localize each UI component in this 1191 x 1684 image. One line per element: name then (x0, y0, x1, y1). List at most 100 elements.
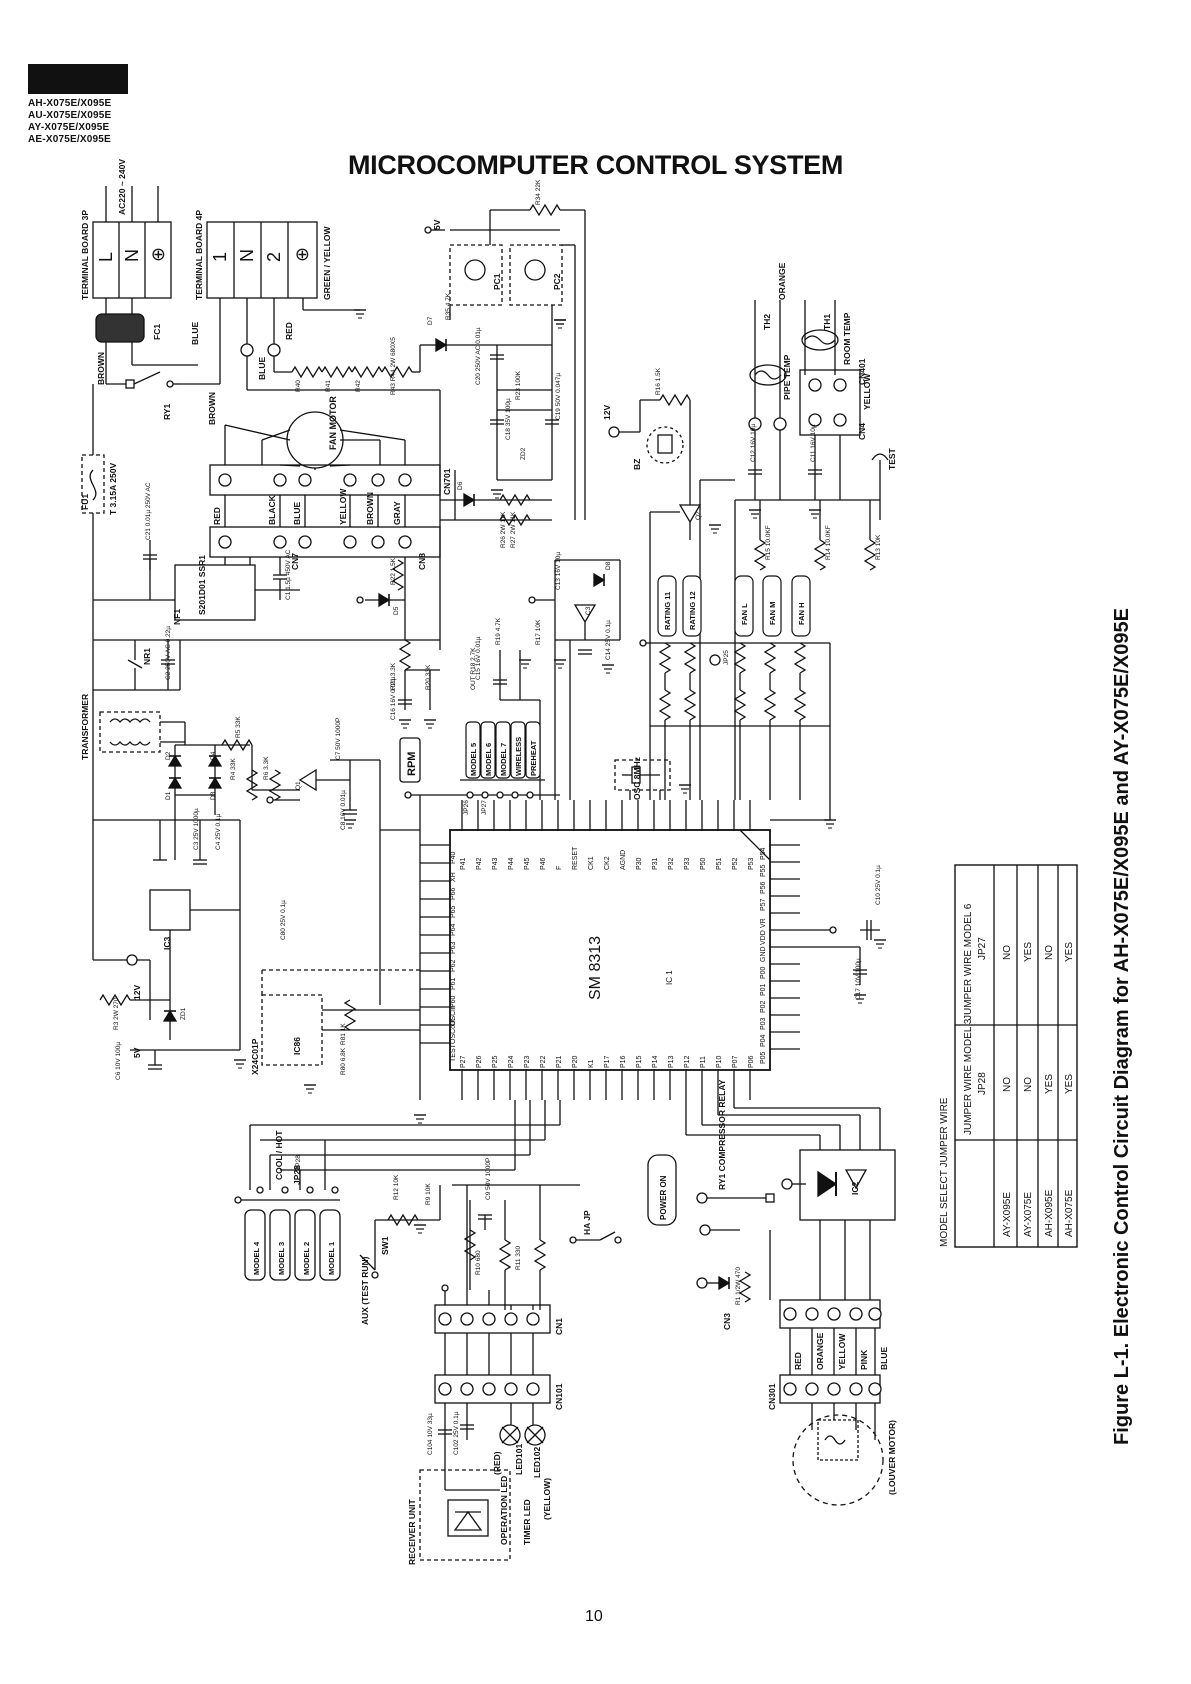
label-supply: AC220 ~ 240V (117, 159, 127, 215)
jumper-row-jp28: YES (1044, 1074, 1055, 1094)
jumper-label: JP26 (463, 800, 470, 815)
ic1-pin-right: P01 (760, 983, 767, 996)
resistor-label: R11 330 (515, 1246, 522, 1270)
label-12v-left: 12V (132, 985, 142, 1000)
semiconductor-label: D3 (210, 791, 217, 800)
jumper-table-header-jp28: JP28 (977, 1072, 988, 1095)
terminal-4p-label: ⊕ (292, 247, 312, 262)
ic1-pin-bottom: P14 (652, 1055, 659, 1068)
ic1-pin-bottom: P13 (668, 1055, 675, 1068)
resistor-label: R43 R44 2W 680X5 (390, 337, 397, 395)
label-wire-red-cn3: RED (793, 1352, 803, 1370)
resistor-label: R27 2W 11K (510, 511, 517, 548)
semiconductor-label: C3 (585, 606, 592, 615)
label-wire-red-fan: RED (212, 507, 222, 525)
ic1-pin-right: P57 (760, 898, 767, 911)
model-line: AE-X075E/X095E (28, 134, 111, 145)
ic1-pin-bottom: P15 (636, 1055, 643, 1068)
label-ic86: IC86 (292, 1037, 302, 1055)
resistor-label: R26 2W 11K (500, 511, 507, 548)
ic1-pin-bottom: P26 (476, 1055, 483, 1068)
jumper-row-model: AY-X075E (1023, 1192, 1034, 1237)
label-wire-pink-cn3: PINK (859, 1349, 869, 1370)
jumper-label: JP28 (295, 1155, 302, 1170)
rating-switches: RATING 11 RATING 12 FAN L FAN M FAN H (657, 575, 811, 637)
switch-model-5: MODEL 5 (469, 743, 478, 776)
jumper-label: JP25 (723, 650, 730, 665)
jumper-table-header-model3: JUMPER WIRE MODEL 3 (963, 1018, 974, 1135)
capacitor-label: C7 50V 1000P (335, 718, 342, 760)
label-cn7: CN7 (290, 553, 300, 570)
resistor-label: R9 10K (425, 1183, 432, 1205)
switch-model-4: MODEL 4 (252, 1241, 261, 1275)
capacitor-label: C21 0.01µ 250V AC (145, 482, 152, 540)
resistor-label: R13 10K (875, 534, 882, 560)
resistor-label: R21 3.3K (390, 662, 397, 690)
ic1-pin-bottom: P10 (716, 1055, 723, 1068)
semiconductor-label: D7 (427, 316, 434, 325)
ic1-pin-bottom: P17 (604, 1055, 611, 1068)
resistor-label: R35 4.7K (445, 292, 452, 320)
resistor-label: R34 22K (535, 179, 542, 205)
label-louver-motor: (LOUVER MOTOR) (887, 1420, 897, 1495)
ic1-pin-bottom: P21 (556, 1055, 563, 1068)
rating-fan-m: FAN M (768, 602, 777, 625)
label-cn401: CN401 (857, 358, 867, 385)
resistor-label: R12 10K (393, 1174, 400, 1200)
jumper-row-jp27: NO (1002, 945, 1013, 960)
label-wire-brown-fan: BROWN (365, 492, 375, 525)
ic1-pin-bottom: K1 (588, 1059, 595, 1068)
terminal-board-4p (206, 221, 318, 299)
ic1-pin-top: P42 (476, 857, 483, 870)
label-terminal-board-3p: TERMINAL BOARD 3P (80, 210, 90, 300)
ic1-pin-right: P03 (760, 1017, 767, 1030)
label-wire-blue-fan: BLUE (292, 502, 302, 525)
label-timer-led: TIMER LED (522, 1499, 532, 1545)
capacitor-label: C102 25V 0.1µ (453, 1411, 460, 1455)
capacitor-label: C12 16V 10µ (750, 424, 757, 462)
label-pc1: PC1 (492, 273, 502, 290)
ic1-pin-left: P66 (450, 887, 457, 900)
label-cool-hot: COOL / HOT (274, 1130, 284, 1180)
ic1-pin-top: P52 (732, 857, 739, 870)
capacitor-label: C11 16V 10µ (810, 424, 817, 462)
resistor-label: R14 10.0KF (825, 525, 832, 560)
model-line: AU-X075E/X095E (28, 110, 112, 121)
ic1-pin-top: P43 (492, 857, 499, 870)
rating-fan-l: FAN L (740, 603, 749, 625)
label-ry1: RY1 (162, 404, 172, 420)
resistor-label: R4 33K (230, 758, 237, 780)
label-led102: LED102 (532, 1447, 542, 1478)
ic1-pin-left: P62 (450, 959, 457, 972)
jumper-table-title: MODEL SELECT JUMPER WIRE (939, 1097, 950, 1247)
resistor-label: R20 33K (425, 664, 432, 690)
ic1-pin-left: TEST (450, 1043, 457, 1062)
ic1-pin-left: OSCout (450, 1019, 457, 1044)
semiconductor-label: D6 (457, 481, 464, 490)
capacitor-label: C2 250V AC 0.22µ (165, 626, 172, 680)
label-receiver-unit: RECEIVER UNIT (407, 1499, 417, 1565)
ic1-pin-bottom: P24 (508, 1055, 515, 1068)
resistor-label: R80 6.8K (340, 1047, 347, 1075)
semiconductor-label: D4 (210, 751, 217, 760)
terminal-3p-label: N (122, 249, 142, 262)
model-line: AH-X075E/X095E (28, 98, 112, 109)
ic1-pin-left: XH (450, 872, 457, 882)
capacitor-label: C17 10V 100µ (855, 958, 862, 1000)
ic1-pin-bottom: P16 (620, 1055, 627, 1068)
label-fu1: FU1 (80, 494, 90, 510)
ic1-pin-bottom: P11 (700, 1056, 707, 1068)
label-ssr: S201D01 SSR1 (197, 555, 207, 615)
jumper-table-header-jp27: JP27 (977, 937, 988, 960)
label-nf1: NF1 (172, 609, 182, 625)
label-led101: LED101 (514, 1444, 524, 1475)
label-sw1: SW1 (380, 1236, 390, 1255)
capacitor-label: C8 16V 0.01µ (340, 790, 347, 830)
resistor-label: R41 (325, 380, 332, 392)
ic1-pin-right: P54 (760, 847, 767, 860)
semiconductor-label: D5 (393, 606, 400, 615)
jumper-table-header-model6: JUMPER WIRE MODEL 6 (963, 903, 974, 1020)
label-wire-brown: BROWN (96, 352, 106, 385)
label-cn1: CN1 (554, 1318, 564, 1335)
label-wire-red: RED (284, 322, 294, 340)
